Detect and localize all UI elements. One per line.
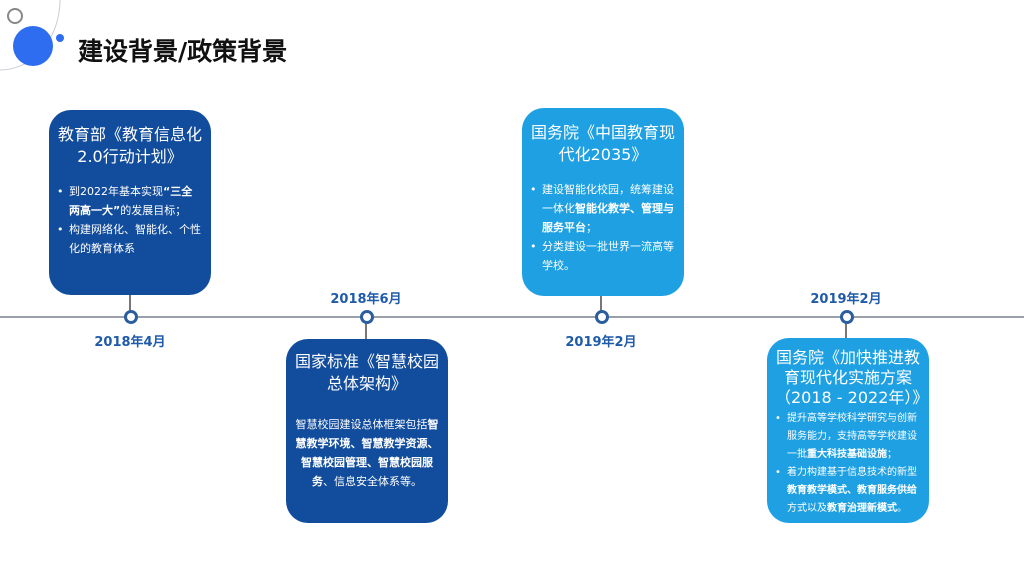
body-text: 构建网络化、智能化、个性化的教育体系 (69, 223, 201, 255)
card-heading: 教育部《教育信息化2.0行动计划》 (57, 125, 202, 166)
timeline-date: 2019年2月 (565, 335, 637, 350)
body-text: 的发展目标； (120, 204, 187, 217)
emphasis-text: 智能化教学、管理与服务平台 (542, 202, 674, 234)
connector (365, 322, 367, 339)
bullet-item: 构建网络化、智能化、个性化的教育体系 (57, 220, 203, 258)
emphasis-text: 教育治理新模式 (827, 503, 897, 514)
body-text: 方式以及 (787, 503, 827, 514)
timeline-node (124, 310, 138, 324)
card-body: 智慧校园建设总体框架包括智慧教学环境、智慧教学资源、智慧校园管理、智慧校园服务、… (294, 415, 440, 491)
connector (600, 296, 602, 311)
bullet-item: 建设智能化校园，统筹建设一体化智能化教学、管理与服务平台； (530, 180, 676, 237)
card-heading: 国务院《加快推进教育现代化实施方案（2018 - 2022年）》 (775, 348, 929, 407)
decorative-ring-icon (7, 8, 23, 24)
decorative-dot-icon (56, 34, 64, 42)
decorative-circle-icon (13, 26, 53, 66)
card-heading: 国务院《中国教育现代化2035》 (530, 123, 675, 164)
bullet-item: 分类建设一批世界一流高等学校。 (530, 237, 676, 275)
card-body: 到2022年基本实现“三全两高一大”的发展目标；构建网络化、智能化、个性化的教育… (57, 182, 203, 258)
body-text: 提升高等学校科学研究与创新服务能力，支持高等学校建设一批 (787, 413, 917, 460)
timeline-date: 2018年4月 (94, 335, 166, 350)
card-body: 提升高等学校科学研究与创新服务能力，支持高等学校建设一批重大科技基础设施；着力构… (775, 410, 921, 518)
card-heading: 国家标准《智慧校园总体架构》 (294, 352, 439, 393)
timeline-node (595, 310, 609, 324)
timeline-node (840, 310, 854, 324)
bullet-item: 提升高等学校科学研究与创新服务能力，支持高等学校建设一批重大科技基础设施； (775, 410, 921, 464)
policy-card-2019-02-a: 国务院《中国教育现代化2035》 建设智能化校园，统筹建设一体化智能化教学、管理… (522, 108, 684, 296)
emphasis-text: 智慧教学环境、智慧教学资源、智慧校园管理、智慧校园服务 (295, 418, 439, 488)
body-text: ； (586, 221, 597, 234)
timeline-date: 2019年2月 (810, 292, 882, 307)
body-text: 、信息安全体系等。 (323, 475, 422, 488)
page-title: 建设背景/政策背景 (78, 37, 288, 66)
body-text: 分类建设一批世界一流高等学校。 (542, 240, 674, 272)
timeline-date: 2018年6月 (330, 292, 402, 307)
body-text: 着力构建基于信息技术的新型 (787, 467, 917, 478)
connector (129, 295, 131, 311)
policy-card-2018-06: 国家标准《智慧校园总体架构》 智慧校园建设总体框架包括智慧教学环境、智慧教学资源… (286, 339, 448, 523)
timeline-axis (0, 316, 1024, 318)
bullet-item: 着力构建基于信息技术的新型教育教学模式、教育服务供给方式以及教育治理新模式。 (775, 464, 921, 518)
body-text: 。 (897, 503, 907, 514)
bullet-item: 到2022年基本实现“三全两高一大”的发展目标； (57, 182, 203, 220)
connector (845, 322, 847, 338)
policy-card-2019-02-b: 国务院《加快推进教育现代化实施方案（2018 - 2022年）》 提升高等学校科… (767, 338, 929, 523)
policy-card-2018-04: 教育部《教育信息化2.0行动计划》 到2022年基本实现“三全两高一大”的发展目… (49, 110, 211, 295)
body-text: 智慧校园建设总体框架包括 (295, 418, 428, 431)
body-text: 到2022年基本实现 (69, 185, 163, 198)
emphasis-text: “三全两高一大” (69, 185, 193, 217)
emphasis-text: 重大科技基础设施 (807, 449, 887, 460)
emphasis-text: 教育教学模式、教育服务供给 (787, 485, 917, 496)
card-body: 建设智能化校园，统筹建设一体化智能化教学、管理与服务平台；分类建设一批世界一流高… (530, 180, 676, 275)
body-text: ； (887, 449, 897, 460)
body-text: 建设智能化校园，统筹建设一体化 (542, 183, 674, 215)
timeline-node (360, 310, 374, 324)
